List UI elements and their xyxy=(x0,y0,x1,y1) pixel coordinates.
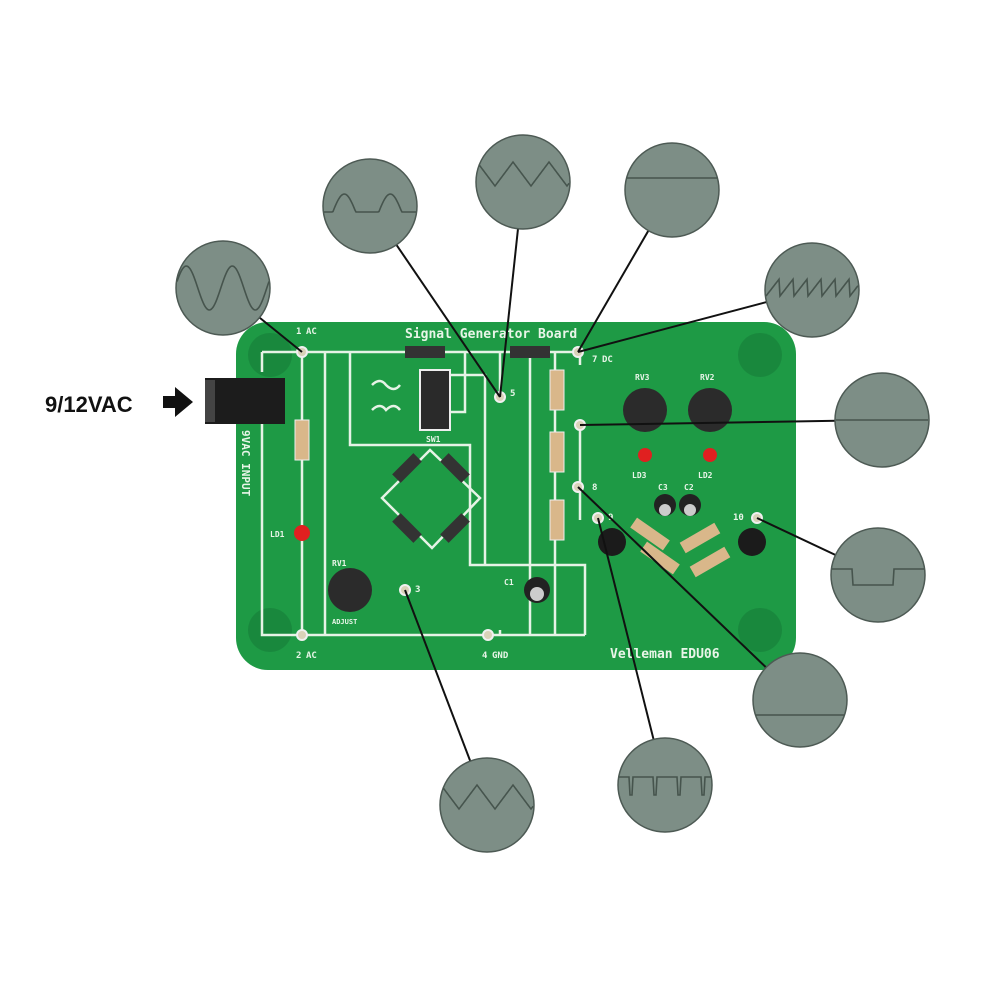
triangle-waveform-icon xyxy=(476,160,570,188)
ld3-label: LD3 xyxy=(632,471,647,480)
ld2-led xyxy=(703,448,717,462)
terminal-3-number: 3 xyxy=(415,585,420,595)
terminal-8-number: 8 xyxy=(592,483,597,493)
oscilloscope-circle xyxy=(175,240,271,336)
sawtooth-waveform-icon xyxy=(765,277,859,299)
rv1-potentiometer[interactable] xyxy=(328,568,372,612)
scope-callout-9 xyxy=(617,737,713,833)
oscilloscope-circle xyxy=(752,652,848,748)
scope-callout-2 xyxy=(322,158,418,254)
pulse-train-waveform-icon xyxy=(619,776,711,796)
terminal-2-number: 2 xyxy=(296,651,301,661)
c2-label: C2 xyxy=(684,483,694,492)
oscilloscope-circle xyxy=(475,134,571,230)
rv2-potentiometer[interactable] xyxy=(688,388,732,432)
c1-label: C1 xyxy=(504,578,514,587)
scope-callout-1 xyxy=(175,240,271,336)
scope-callout-8 xyxy=(752,652,848,748)
scope-callout-4 xyxy=(624,142,720,238)
terminal-10-number: 10 xyxy=(733,513,744,523)
ld1-led xyxy=(294,525,310,541)
ld1-label: LD1 xyxy=(270,530,285,539)
square-dip-waveform-icon xyxy=(832,568,924,586)
scope-callout-10 xyxy=(439,757,535,853)
rv1-label: RV1 xyxy=(332,559,347,568)
rv3-label: RV3 xyxy=(635,373,650,382)
pcb-board: Signal Generator Board Velleman EDU06 9V… xyxy=(236,322,796,670)
terminal-4-number: 4 xyxy=(482,651,488,661)
terminal-2-label: AC xyxy=(306,651,317,661)
oscilloscope-circle xyxy=(624,142,720,238)
sw1-switch xyxy=(419,369,451,431)
callout-leader-line xyxy=(579,419,883,426)
c3-label: C3 xyxy=(658,483,668,492)
ld3-led xyxy=(638,448,652,462)
callout-leader-line xyxy=(577,486,801,701)
input-side-label: 9VAC INPUT xyxy=(239,430,252,497)
adjust-label: ADJUST xyxy=(332,618,357,626)
scope-callout-3 xyxy=(475,134,571,230)
rv3-potentiometer[interactable] xyxy=(623,388,667,432)
scope-callout-7 xyxy=(830,527,926,623)
scope-callout-6 xyxy=(834,372,930,468)
dc-power-jack[interactable] xyxy=(205,378,285,424)
oscilloscope-circle xyxy=(830,527,926,623)
board-title: Signal Generator Board xyxy=(405,327,577,342)
board-brand: Velleman EDU06 xyxy=(610,647,720,662)
oscilloscope-callouts xyxy=(175,134,930,853)
oscilloscope-circle xyxy=(322,158,418,254)
oscilloscope-circle xyxy=(439,757,535,853)
terminal-1-number: 1 xyxy=(296,327,301,337)
rv2-label: RV2 xyxy=(700,373,715,382)
terminal-1-label: AC xyxy=(306,327,317,337)
clipped-sine-waveform-icon xyxy=(324,193,416,213)
input-arrow-icon xyxy=(163,387,193,417)
sw1-label: SW1 xyxy=(426,435,441,444)
terminal-7-number: 7 xyxy=(592,355,597,365)
scope-callout-5 xyxy=(764,242,860,338)
triangle-waveform-icon xyxy=(440,783,534,811)
oscilloscope-circle xyxy=(617,737,713,833)
terminal-4-label: GND xyxy=(492,651,509,661)
sine-waveform-icon xyxy=(176,265,270,311)
terminal-7-label: DC xyxy=(602,355,613,365)
input-label: 9/12VAC xyxy=(45,392,133,417)
ld2-label: LD2 xyxy=(698,471,713,480)
terminal-5-number: 5 xyxy=(510,389,515,399)
